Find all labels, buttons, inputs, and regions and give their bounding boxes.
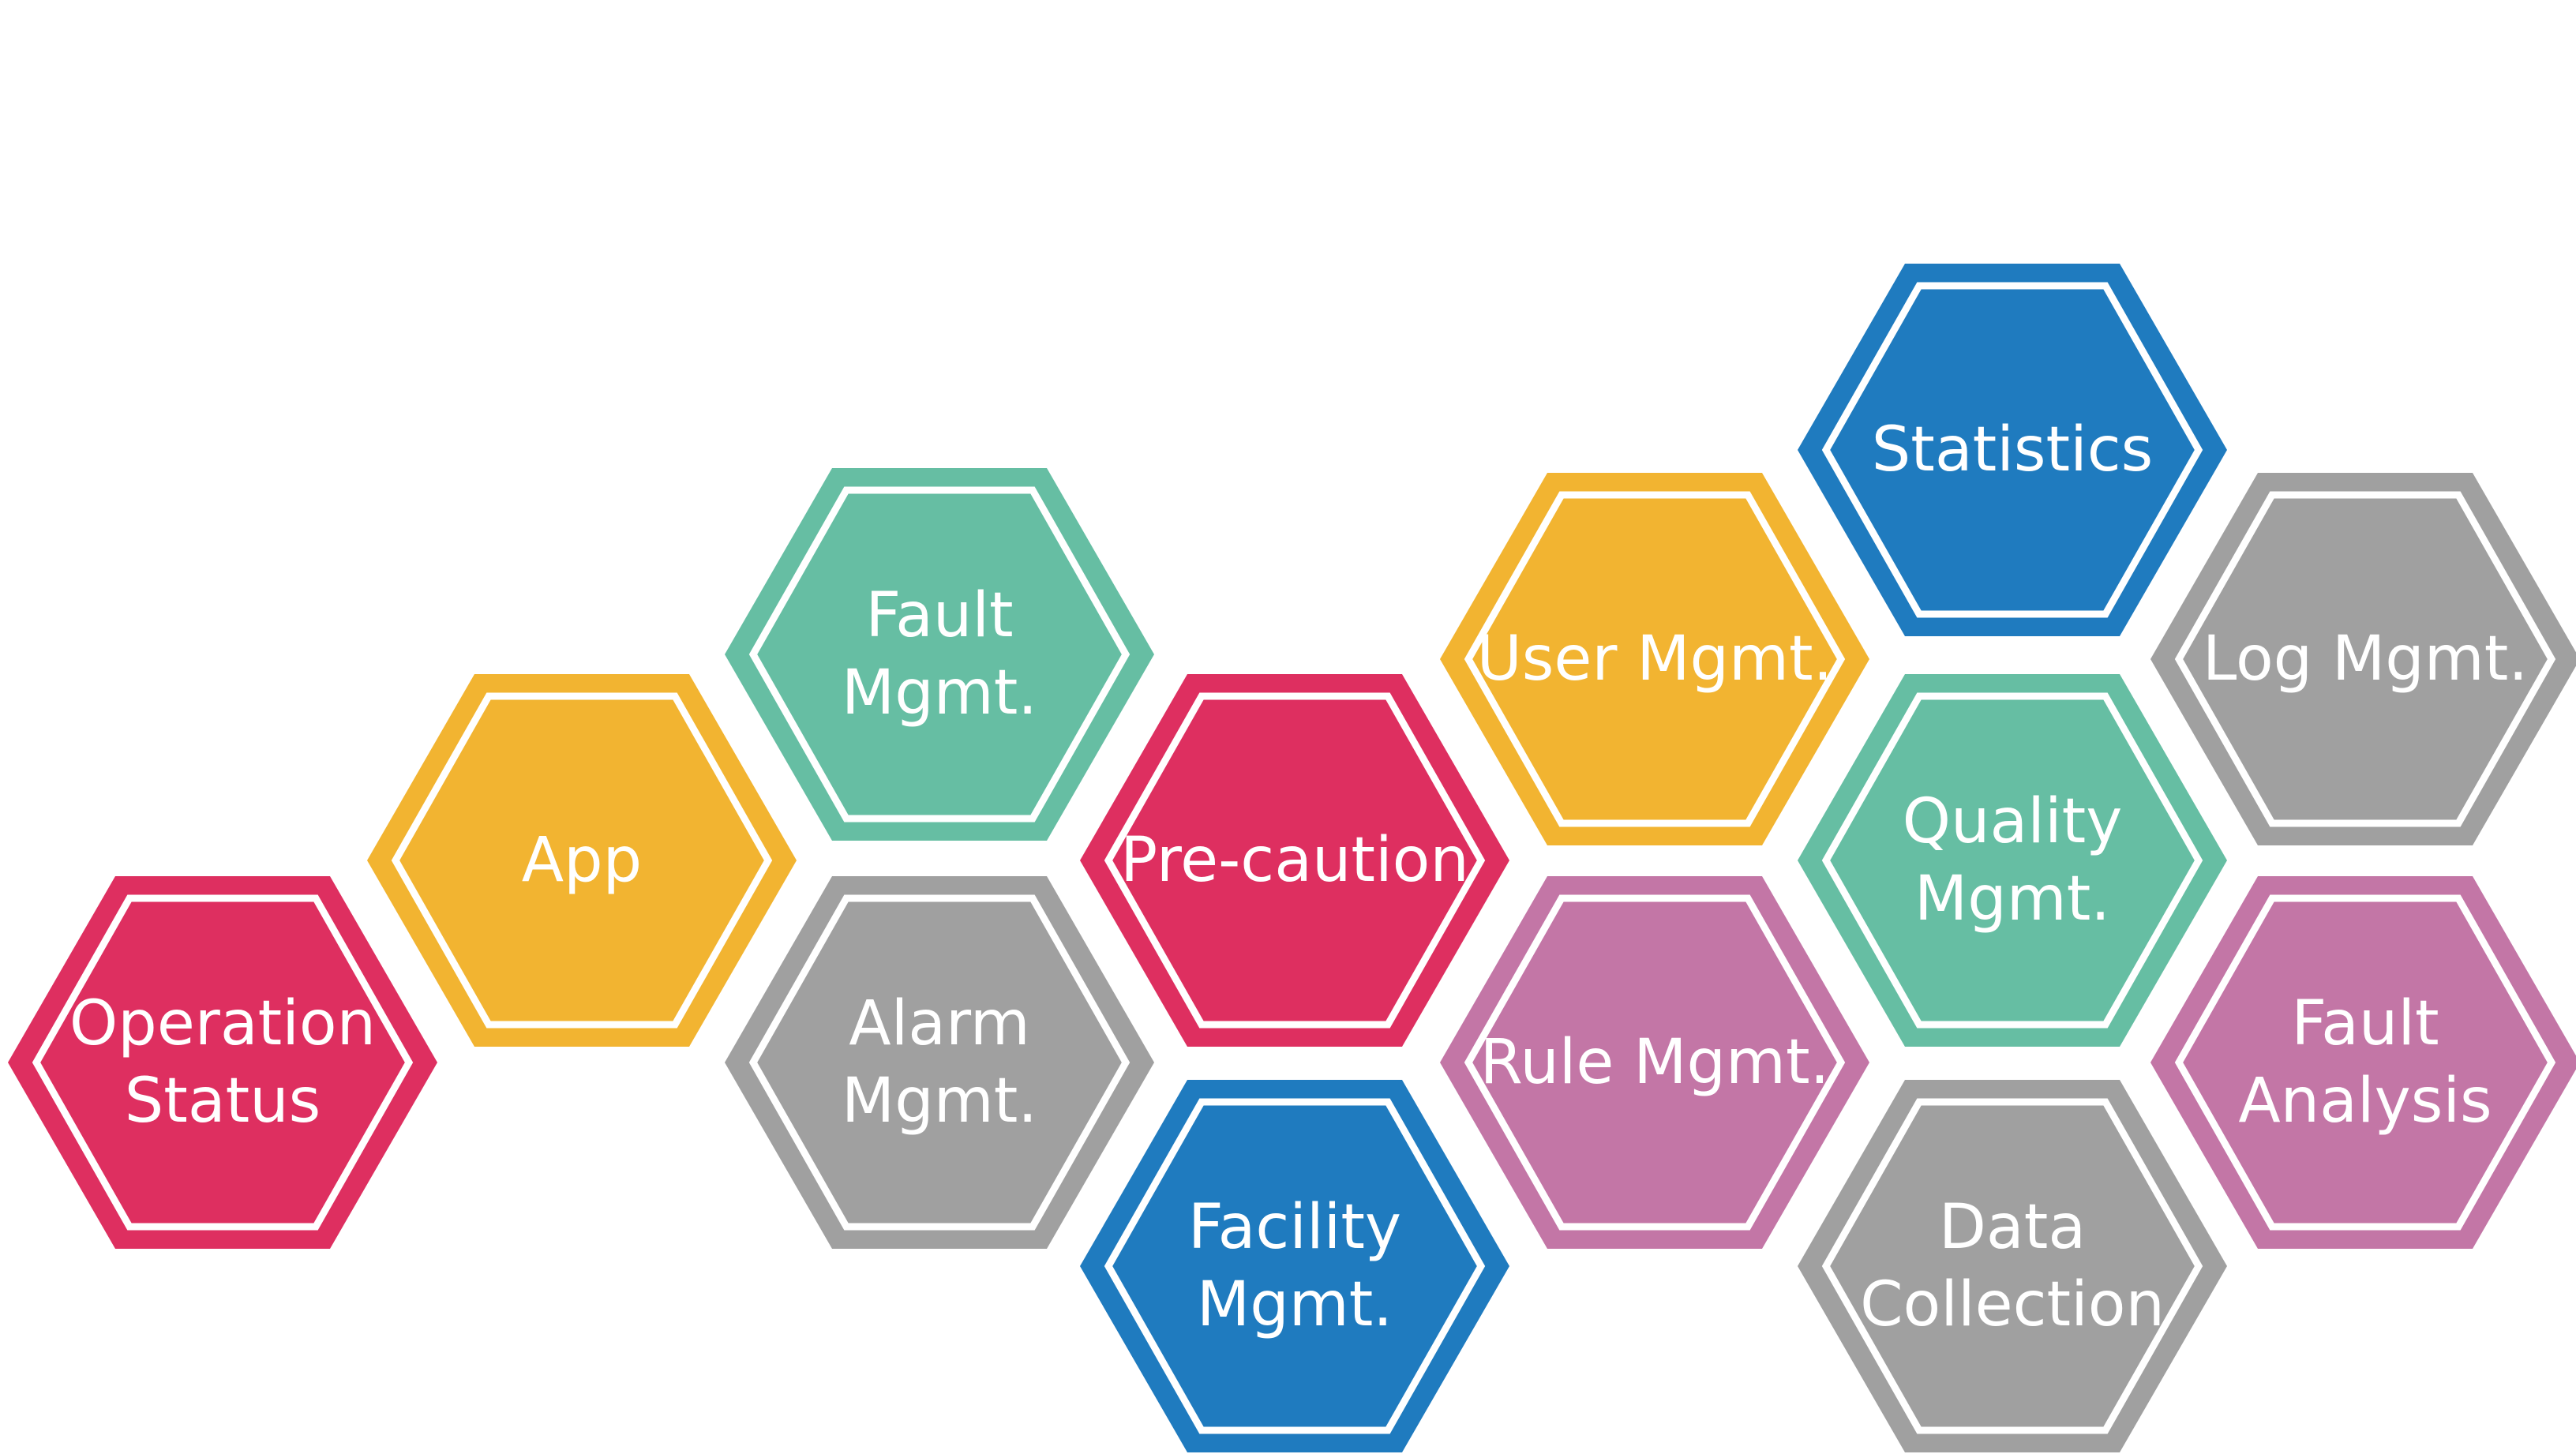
hexagon-label: Data [1939,1192,2086,1263]
hexagon-fill [1440,473,1869,845]
hexagon-fill [1080,674,1509,1047]
hexagon-inner-outline [391,692,773,1029]
hexagon-label: Mgmt. [842,1066,1037,1137]
hexagon-label: Mgmt. [842,658,1037,729]
hexagon-app: App [367,674,797,1047]
hexagon-fill [2150,473,2576,845]
hexagon-inner-outline [2174,894,2556,1231]
hexagon-inner-outline [1464,491,1846,827]
hexagon-fill [725,876,1154,1249]
hexagon-label: Alarm [849,988,1030,1059]
hexagon-fill [1798,674,2227,1047]
hexagon-label: Collection [1860,1269,2165,1340]
hexagon-fill [1798,264,2227,636]
hexagon-fill [1080,1080,1509,1452]
hexagon-fill [1440,876,1869,1249]
hexagon-inner-outline [748,894,1131,1231]
hexagon-fill [2150,876,2576,1249]
hexagon-label: Statistics [1872,414,2154,485]
hexagon-inner-outline [1104,692,1486,1029]
hexagon-label: User Mgmt. [1477,624,1833,695]
hexagon-label: Rule Mgmt. [1480,1027,1830,1098]
hexagon-inner-outline [32,894,414,1231]
hexagon-fill [725,468,1154,841]
hexagon-inner-outline [1821,692,2203,1029]
hexagon-fill [8,876,437,1249]
hexagon-label: Pre-caution [1120,825,1469,896]
hexagon-inner-outline [748,486,1131,823]
hexagon-label: Log Mgmt. [2203,624,2528,695]
hexagon-pre-caution: Pre-caution [1080,674,1509,1047]
hexagon-label: Mgmt. [1914,864,2110,935]
hexagon-label: Mgmt. [1197,1269,1393,1340]
hexagon-rule-mgmt: Rule Mgmt. [1440,876,1869,1249]
hexagon-label: Fault [865,580,1013,651]
hexagon-label: Facility [1188,1192,1401,1263]
hexagon-inner-outline [1464,894,1846,1231]
hexagon-fill [367,674,797,1047]
hexagon-inner-outline [2174,491,2556,827]
hexagon-label: Analysis [2238,1066,2492,1137]
hexagon-user-mgmt: User Mgmt. [1440,473,1869,845]
hexagon-statistics: Statistics [1798,264,2227,636]
hexagon-label: Quality [1903,786,2123,857]
hexagon-label: Status [125,1066,321,1137]
hexagon-log-mgmt: Log Mgmt. [2150,473,2576,845]
hexagon-label: Operation [69,988,376,1059]
hexagon-label: Fault [2291,988,2439,1059]
hexagon-inner-outline [1821,1098,2203,1434]
hexagon-label: App [522,825,642,896]
hexagon-inner-outline [1104,1098,1486,1434]
hexagon-fill [1798,1080,2227,1452]
hexagon-inner-outline [1821,282,2203,618]
